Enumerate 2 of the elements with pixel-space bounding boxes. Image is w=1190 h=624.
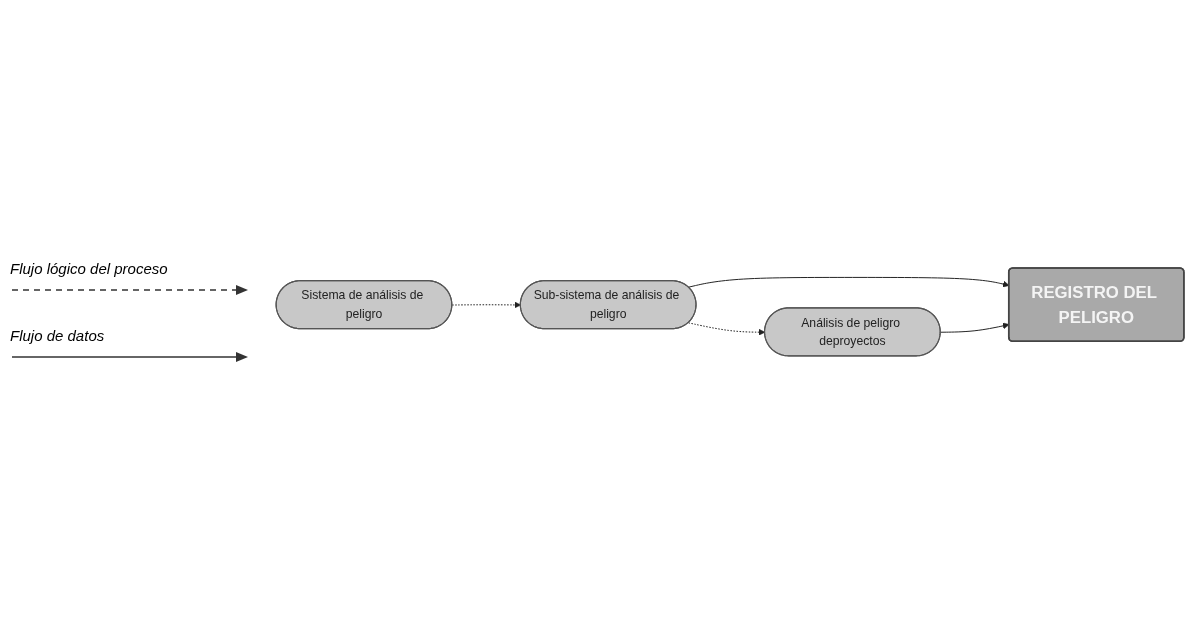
legend-text: Flujo de datos [10, 327, 105, 344]
legend-text: Flujo lógico del proceso [10, 260, 168, 277]
